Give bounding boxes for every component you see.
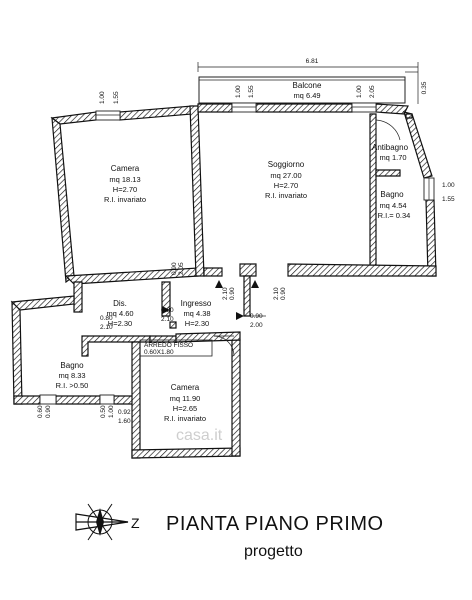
room-bagno-1-ri: R.I.= 0.34 <box>378 211 411 220</box>
room-camera-2-area: mq 11.90 <box>170 394 201 403</box>
room-camera-2-ri: R.I. invariato <box>164 414 206 423</box>
room-camera-1-height: H=2.70 <box>113 185 137 194</box>
room-dis: Dis. mq 4.60 H=2.30 <box>106 299 133 328</box>
watermark: casa.it <box>176 427 223 444</box>
svg-text:1.55: 1.55 <box>113 91 120 104</box>
room-ingresso-height: H=2.30 <box>185 319 209 328</box>
walls <box>10 103 437 459</box>
room-camera-1-name: Camera <box>111 164 140 173</box>
room-bagno-1: Bagno mq 4.54 R.I.= 0.34 <box>378 190 411 220</box>
svg-text:2.10: 2.10 <box>100 324 113 331</box>
svg-text:0.60: 0.60 <box>37 405 44 418</box>
room-antibagno-area: mq 1.70 <box>379 153 406 162</box>
room-balcone: Balcone mq 6.49 <box>293 81 322 100</box>
svg-text:1.60: 1.60 <box>118 418 131 425</box>
svg-text:0.90: 0.90 <box>171 262 178 275</box>
room-ingresso-name: Ingresso <box>181 299 212 308</box>
room-camera-2-name: Camera <box>171 383 200 392</box>
svg-text:0.90: 0.90 <box>229 287 236 300</box>
svg-text:1.00: 1.00 <box>108 405 115 418</box>
room-camera-1-ri: R.I. invariato <box>104 195 146 204</box>
room-bagno-1-name: Bagno <box>380 190 404 199</box>
svg-text:2.10: 2.10 <box>161 316 174 323</box>
dim-0-35: 0.35 <box>421 81 428 94</box>
room-soggiorno-ri: R.I. invariato <box>265 191 307 200</box>
svg-text:2.10: 2.10 <box>222 287 229 300</box>
svg-text:2.00: 2.00 <box>250 322 263 329</box>
room-bagno-2-name: Bagno <box>60 361 84 370</box>
arredo-fisso: ARREDO FISSO 0.60X1.80 <box>139 339 213 357</box>
svg-text:0.90: 0.90 <box>45 405 52 418</box>
svg-text:2.10: 2.10 <box>273 287 280 300</box>
room-balcone-name: Balcone <box>293 81 322 90</box>
svg-text:0.90: 0.90 <box>250 313 263 320</box>
svg-text:1.55: 1.55 <box>442 196 455 203</box>
room-camera-1: Camera mq 18.13 H=2.70 R.I. invariato <box>104 164 146 204</box>
compass-letter: Z <box>131 515 140 531</box>
svg-text:0.50: 0.50 <box>100 405 107 418</box>
opening-dimensions: 1.00 1.55 1.00 1.55 1.00 2.05 1.00 1.55 … <box>37 85 455 425</box>
room-soggiorno: Soggiorno mq 27.00 H=2.70 R.I. invariato <box>265 160 307 200</box>
svg-text:2.05: 2.05 <box>369 85 376 98</box>
room-dis-area: mq 4.60 <box>106 309 133 318</box>
room-soggiorno-height: H=2.70 <box>274 181 298 190</box>
svg-text:1.00: 1.00 <box>99 91 106 104</box>
room-soggiorno-name: Soggiorno <box>268 160 305 169</box>
room-camera-2: Camera mq 11.90 H=2.65 R.I. invariato <box>164 383 206 423</box>
room-dis-height: H=2.30 <box>108 319 132 328</box>
room-bagno-2: Bagno mq 8.33 R.I. >0.50 <box>56 361 89 390</box>
room-camera-2-height: H=2.65 <box>173 404 197 413</box>
plan-subtitle: progetto <box>244 543 303 560</box>
room-bagno-2-ri: R.I. >0.50 <box>56 381 89 390</box>
svg-text:0.92: 0.92 <box>118 409 131 416</box>
svg-text:2.05: 2.05 <box>178 262 185 275</box>
room-bagno-2-area: mq 8.33 <box>58 371 85 380</box>
room-ingresso-area: mq 4.38 <box>183 309 210 318</box>
svg-text:0.90: 0.90 <box>280 287 287 300</box>
room-ingresso: Ingresso mq 4.38 H=2.30 <box>181 299 212 328</box>
compass-icon: Z <box>75 503 140 541</box>
arredo-fisso-size: 0.60X1.80 <box>144 349 174 356</box>
door-swings <box>162 119 401 357</box>
svg-text:1.00: 1.00 <box>442 182 455 189</box>
svg-text:0.80: 0.80 <box>100 315 113 322</box>
room-labels: Camera mq 18.13 H=2.70 R.I. invariato So… <box>56 81 411 423</box>
overall-dim-label: 6.81 <box>306 58 319 65</box>
room-dis-name: Dis. <box>113 299 127 308</box>
arredo-fisso-label: ARREDO FISSO <box>144 342 193 349</box>
windows <box>39 102 435 405</box>
svg-text:1.00: 1.00 <box>356 85 363 98</box>
room-antibagno: Antibagno mq 1.70 <box>372 143 409 162</box>
room-antibagno-name: Antibagno <box>372 143 409 152</box>
svg-text:0.80: 0.80 <box>161 307 174 314</box>
plan-title: PIANTA PIANO PRIMO <box>166 513 384 535</box>
room-camera-1-area: mq 18.13 <box>109 175 140 184</box>
svg-text:1.00: 1.00 <box>235 85 242 98</box>
balcony: 0.35 <box>198 71 428 104</box>
overall-dimension: 6.81 <box>197 58 419 72</box>
svg-text:1.55: 1.55 <box>248 85 255 98</box>
room-bagno-1-area: mq 4.54 <box>379 201 406 210</box>
room-soggiorno-area: mq 27.00 <box>270 171 301 180</box>
room-balcone-area: mq 6.49 <box>293 91 320 100</box>
